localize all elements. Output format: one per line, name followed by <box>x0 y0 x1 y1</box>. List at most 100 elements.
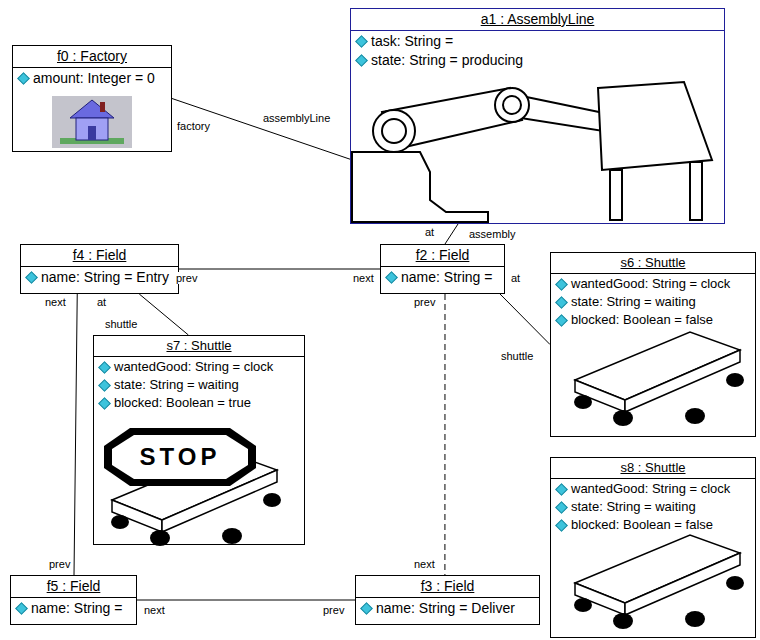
object-box: f2 : Field name: String = <box>380 244 505 294</box>
attribute-text: name: String = Entry <box>41 269 169 285</box>
attribute-row: name: String = <box>11 598 136 617</box>
object-name: s7 : Shuttle <box>166 338 231 353</box>
role-name: assembly <box>468 228 516 240</box>
attribute-text: amount: Integer = 0 <box>33 70 155 86</box>
role-name: next <box>143 604 166 616</box>
attribute-row: amount: Integer = 0 <box>13 68 171 87</box>
link-line <box>139 294 188 335</box>
attribute-row: name: String = Deliver <box>356 598 539 617</box>
attribute-icon <box>555 296 568 309</box>
attribute-text: state: String = waiting <box>571 499 696 514</box>
attribute-icon <box>355 35 368 48</box>
attribute-text: state: String = producing <box>371 52 523 68</box>
attribute-row: wantedGood: String = clock <box>551 274 755 292</box>
attribute-icon <box>555 278 568 291</box>
attribute-text: state: String = waiting <box>571 294 696 309</box>
role-name: next <box>44 296 67 308</box>
attribute-text: task: String = <box>371 33 453 49</box>
object-box: s8 : Shuttle wantedGood: String = clock st… <box>550 457 756 638</box>
stop-sign <box>104 428 256 486</box>
attribute-text: state: String = waiting <box>114 377 239 392</box>
object-header: f4 : Field <box>21 245 178 267</box>
attribute-icon <box>555 483 568 496</box>
link-line <box>179 269 380 270</box>
attribute-icon <box>360 602 373 615</box>
role-name: prev <box>175 272 198 284</box>
attribute-row: state: String = producing <box>351 50 724 69</box>
role-name: prev <box>322 604 345 616</box>
attribute-row: wantedGood: String = clock <box>551 479 755 497</box>
role-name: shuttle <box>104 318 138 330</box>
attribute-icon <box>25 271 38 284</box>
link-line <box>74 294 77 575</box>
attribute-text: wantedGood: String = clock <box>571 481 730 496</box>
attribute-text: name: String = Deliver <box>376 600 515 616</box>
attribute-row: blocked: Boolean = false <box>551 310 755 328</box>
attribute-text: wantedGood: String = clock <box>114 359 273 374</box>
object-box: f0 : Factory amount: Integer = 0 <box>12 45 172 152</box>
attribute-icon <box>98 397 111 410</box>
attribute-text: blocked: Boolean = false <box>571 312 713 327</box>
role-name: next <box>352 272 375 284</box>
attribute-row: task: String = <box>351 31 724 50</box>
object-name: s6 : Shuttle <box>620 255 685 270</box>
factory-icon <box>52 96 132 148</box>
object-box: f4 : Field name: String = Entry <box>20 244 179 294</box>
object-header: s7 : Shuttle <box>94 336 304 357</box>
role-name: prev <box>413 296 436 308</box>
link-line <box>500 294 550 345</box>
link-line <box>444 294 445 575</box>
object-name: f2 : Field <box>416 247 470 263</box>
attribute-icon <box>98 361 111 374</box>
role-name: shuttle <box>500 350 534 362</box>
object-box: a1 : AssemblyLine task: String = state: St… <box>350 8 725 224</box>
object-header: s6 : Shuttle <box>551 253 755 274</box>
object-box: s6 : Shuttle wantedGood: String = clock st… <box>550 252 756 437</box>
attribute-row: name: String = <box>381 267 504 286</box>
object-header: f0 : Factory <box>13 46 171 68</box>
attribute-row: blocked: Boolean = true <box>94 393 304 411</box>
role-name: at <box>96 296 107 308</box>
object-name: f5 : Field <box>47 578 101 594</box>
role-name: at <box>510 272 521 284</box>
object-name: f3 : Field <box>421 578 475 594</box>
attribute-icon <box>555 519 568 532</box>
attribute-text: blocked: Boolean = true <box>114 395 251 410</box>
object-name: a1 : AssemblyLine <box>481 11 595 27</box>
attribute-text: wantedGood: String = clock <box>571 276 730 291</box>
link-line <box>445 224 458 244</box>
attribute-row: name: String = Entry <box>21 267 178 286</box>
attribute-icon <box>17 72 30 85</box>
attribute-row: state: String = waiting <box>551 497 755 515</box>
attribute-icon <box>15 602 28 615</box>
attribute-icon <box>355 54 368 67</box>
object-header: a1 : AssemblyLine <box>351 9 724 31</box>
object-name: f4 : Field <box>73 247 127 263</box>
attribute-icon <box>98 379 111 392</box>
attribute-row: wantedGood: String = clock <box>94 357 304 375</box>
link-line <box>172 99 350 160</box>
assembly-robot <box>352 82 712 222</box>
attribute-row: blocked: Boolean = false <box>551 515 755 533</box>
attribute-text: name: String = <box>401 269 492 285</box>
object-name: s8 : Shuttle <box>620 460 685 475</box>
object-header: f2 : Field <box>381 245 504 267</box>
object-box: f5 : Field name: String = <box>10 575 137 625</box>
attribute-icon <box>555 501 568 514</box>
object-header: s8 : Shuttle <box>551 458 755 479</box>
attribute-text: name: String = <box>31 600 122 616</box>
stop-sign-text: STOP <box>140 443 221 471</box>
role-name: at <box>424 226 435 238</box>
object-box: f3 : Field name: String = Deliver <box>355 575 540 625</box>
role-name: prev <box>48 558 71 570</box>
object-name: f0 : Factory <box>57 48 127 64</box>
link-line <box>137 600 355 601</box>
role-name: assemblyLine <box>262 112 331 124</box>
role-name: next <box>413 558 436 570</box>
object-header: f5 : Field <box>11 576 136 598</box>
attribute-text: blocked: Boolean = false <box>571 517 713 532</box>
attribute-row: state: String = waiting <box>94 375 304 393</box>
object-header: f3 : Field <box>356 576 539 598</box>
